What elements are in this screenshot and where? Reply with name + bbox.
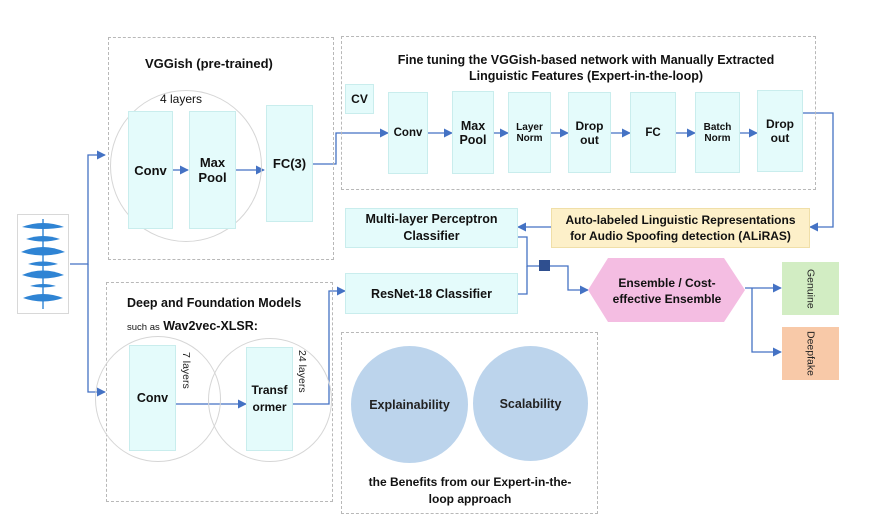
finetune-layer-conv: Conv	[388, 92, 428, 174]
aliras-box: Auto-labeled Linguistic Representations …	[551, 208, 810, 248]
finetune-layer-batchnorm: Batch Norm	[695, 92, 740, 173]
vggish-layer-group	[110, 90, 262, 242]
wav2vec-model-name: Wav2vec-XLSR:	[163, 319, 258, 333]
ensemble-hexagon	[588, 258, 745, 322]
benefits-panel	[341, 332, 598, 514]
finetune-panel	[341, 36, 816, 190]
junction-node	[539, 260, 550, 271]
vggish-title: VGGish (pre-trained)	[145, 56, 273, 71]
deep-transformer-layer: Transf ormer	[246, 347, 293, 451]
audio-waveform-icon	[21, 219, 65, 309]
finetune-layer-maxpool: Max Pool	[452, 91, 494, 174]
finetune-title: Fine tuning the VGGish-based network wit…	[397, 53, 775, 83]
such-as-text: such as	[127, 322, 160, 333]
vggish-fc-layer: FC(3)	[266, 105, 313, 222]
deepfake-label: Deepfake	[804, 331, 817, 376]
mlp-classifier: Multi-layer Perceptron Classifier	[345, 208, 518, 248]
finetune-layer-fc: FC	[630, 92, 676, 173]
vggish-conv-layer: Conv	[128, 111, 173, 229]
resnet-classifier: ResNet-18 Classifier	[345, 273, 518, 314]
conv-layers-count: 7 layers	[180, 352, 192, 389]
explainability-bubble: Explainability	[351, 346, 468, 463]
finetune-layer-layernorm: Layer Norm	[508, 92, 551, 173]
deep-models-title: Deep and Foundation Models	[127, 296, 302, 310]
waveform-input	[17, 214, 69, 314]
genuine-output: Genuine	[782, 262, 839, 315]
deepfake-output: Deepfake	[782, 327, 839, 380]
finetune-layer-dropout-2: Drop out	[757, 90, 803, 172]
transformer-layers-count: 24 layers	[296, 350, 308, 393]
vggish-panel	[108, 37, 334, 260]
vggish-maxpool-layer: Max Pool	[189, 111, 236, 229]
ensemble-label: Ensemble / Cost- effective Ensemble	[612, 276, 722, 306]
scalability-bubble: Scalability	[473, 346, 588, 461]
finetune-layer-dropout-1: Drop out	[568, 92, 611, 173]
transformer-layer-group	[208, 338, 332, 462]
benefits-caption: the Benefits from our Expert-in-the- loo…	[368, 475, 572, 506]
cv-box: CV	[345, 84, 374, 114]
deep-conv-layer: Conv	[129, 345, 176, 451]
deep-models-example: such as Wav2vec-XLSR:	[127, 319, 258, 333]
genuine-label: Genuine	[804, 268, 817, 309]
